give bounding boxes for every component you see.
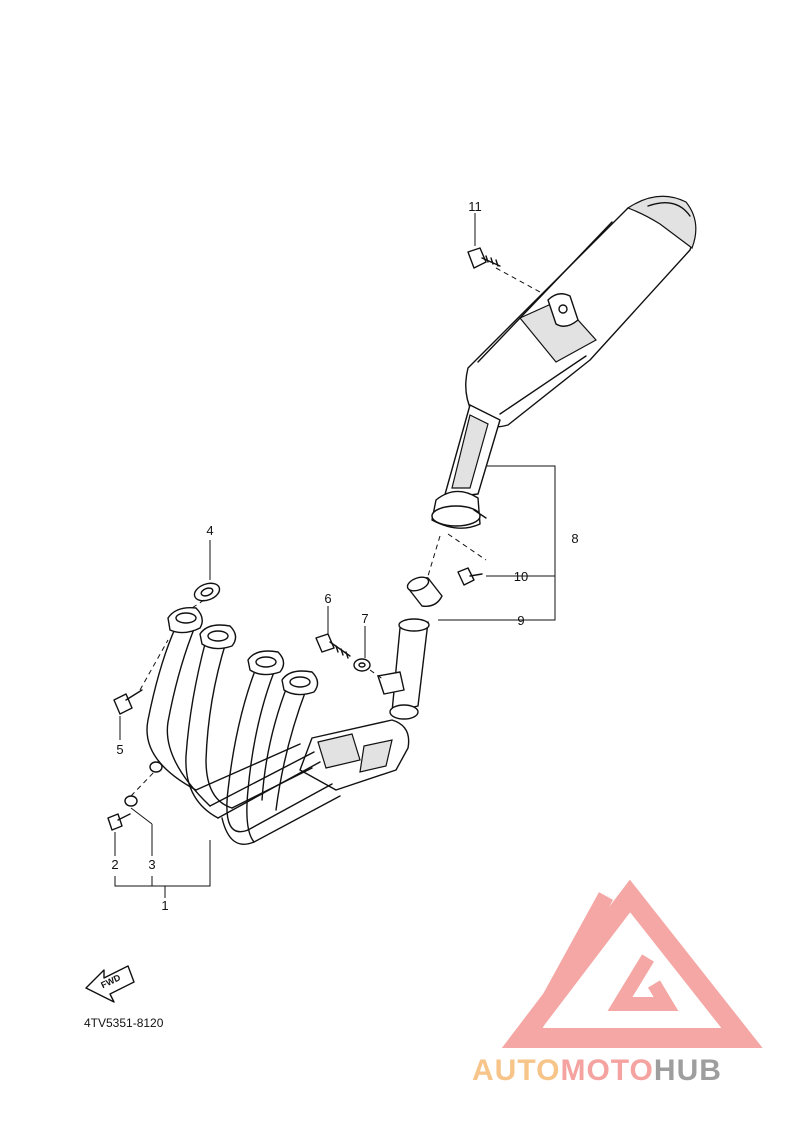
callout-2: 2	[111, 857, 118, 872]
callout-10: 10	[514, 569, 528, 584]
bolt-6	[315, 633, 351, 659]
watermark-hub: HUB	[654, 1054, 722, 1087]
washer-7	[353, 658, 371, 672]
leader-lines	[114, 213, 556, 898]
callout-11: 11	[468, 199, 482, 214]
callout-4: 4	[206, 523, 213, 538]
watermark-text: AUTOMOTOHUB	[472, 1054, 722, 1087]
callout-7: 7	[361, 611, 368, 626]
callout-3: 3	[148, 857, 155, 872]
watermark-auto: AUTO	[472, 1054, 560, 1087]
bolt-2	[107, 813, 131, 831]
bolt-5	[113, 689, 143, 715]
gasket-4	[193, 582, 221, 602]
exhaust-headers	[146, 607, 430, 845]
callout-9: 9	[517, 613, 524, 628]
muffler	[431, 195, 697, 529]
callout-1: 1	[161, 898, 168, 913]
watermark-moto: MOTO	[560, 1054, 653, 1087]
callout-5: 5	[116, 742, 123, 757]
diagram-code: 4TV5351-8120	[84, 1016, 164, 1030]
automotohub-logo-icon	[501, 879, 763, 1048]
callout-6: 6	[324, 591, 331, 606]
gasket-9	[406, 576, 443, 607]
callout-8: 8	[571, 531, 578, 546]
washer-3	[124, 761, 163, 807]
bolt-10	[457, 567, 483, 586]
fwd-arrow-icon: FWD	[85, 965, 135, 1003]
bolt-11	[467, 247, 501, 269]
